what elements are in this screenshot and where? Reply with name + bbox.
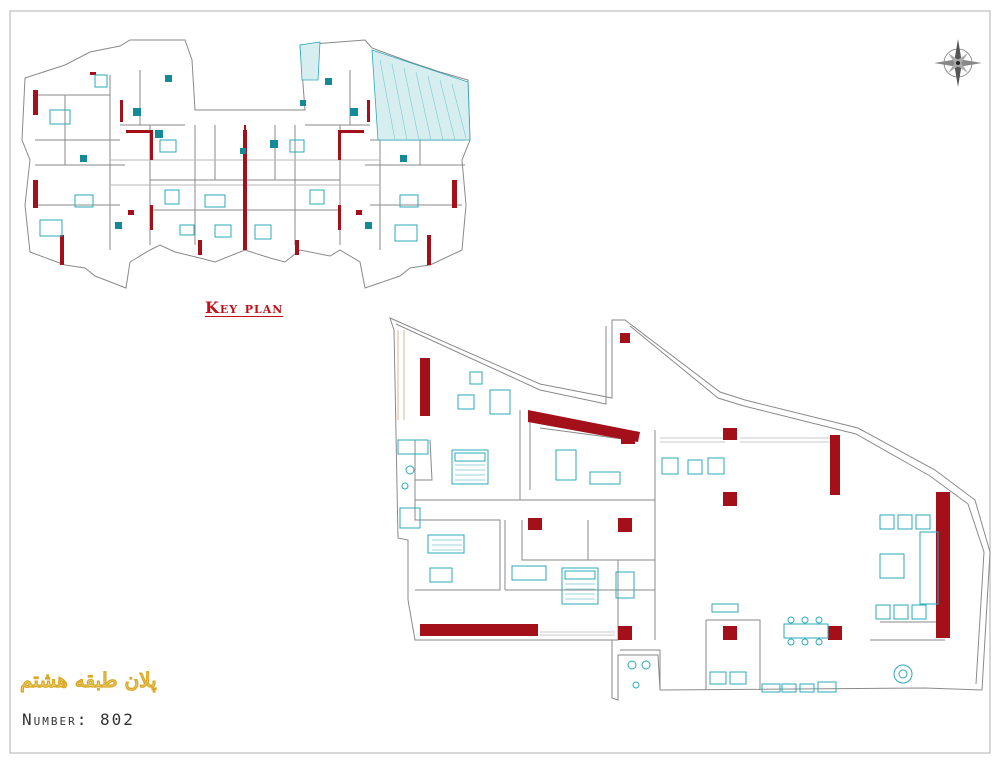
key-plan-bath-fills: [80, 75, 407, 229]
unit-number: Number: 802: [22, 710, 135, 729]
floor-title: پلان طبقه هشتم: [20, 668, 157, 693]
apartment-plan: [389, 317, 991, 701]
key-plan-walls: [33, 72, 457, 265]
key-plan-balcony: [299, 41, 471, 141]
key-plan-title: Key plan: [205, 298, 284, 317]
sheet-frame: [9, 10, 991, 754]
apartment-bed-hatching: [432, 464, 595, 600]
apartment-structural-walls: [420, 333, 950, 640]
apartment-furniture: [397, 371, 939, 693]
compass-rose-icon: [934, 39, 982, 87]
